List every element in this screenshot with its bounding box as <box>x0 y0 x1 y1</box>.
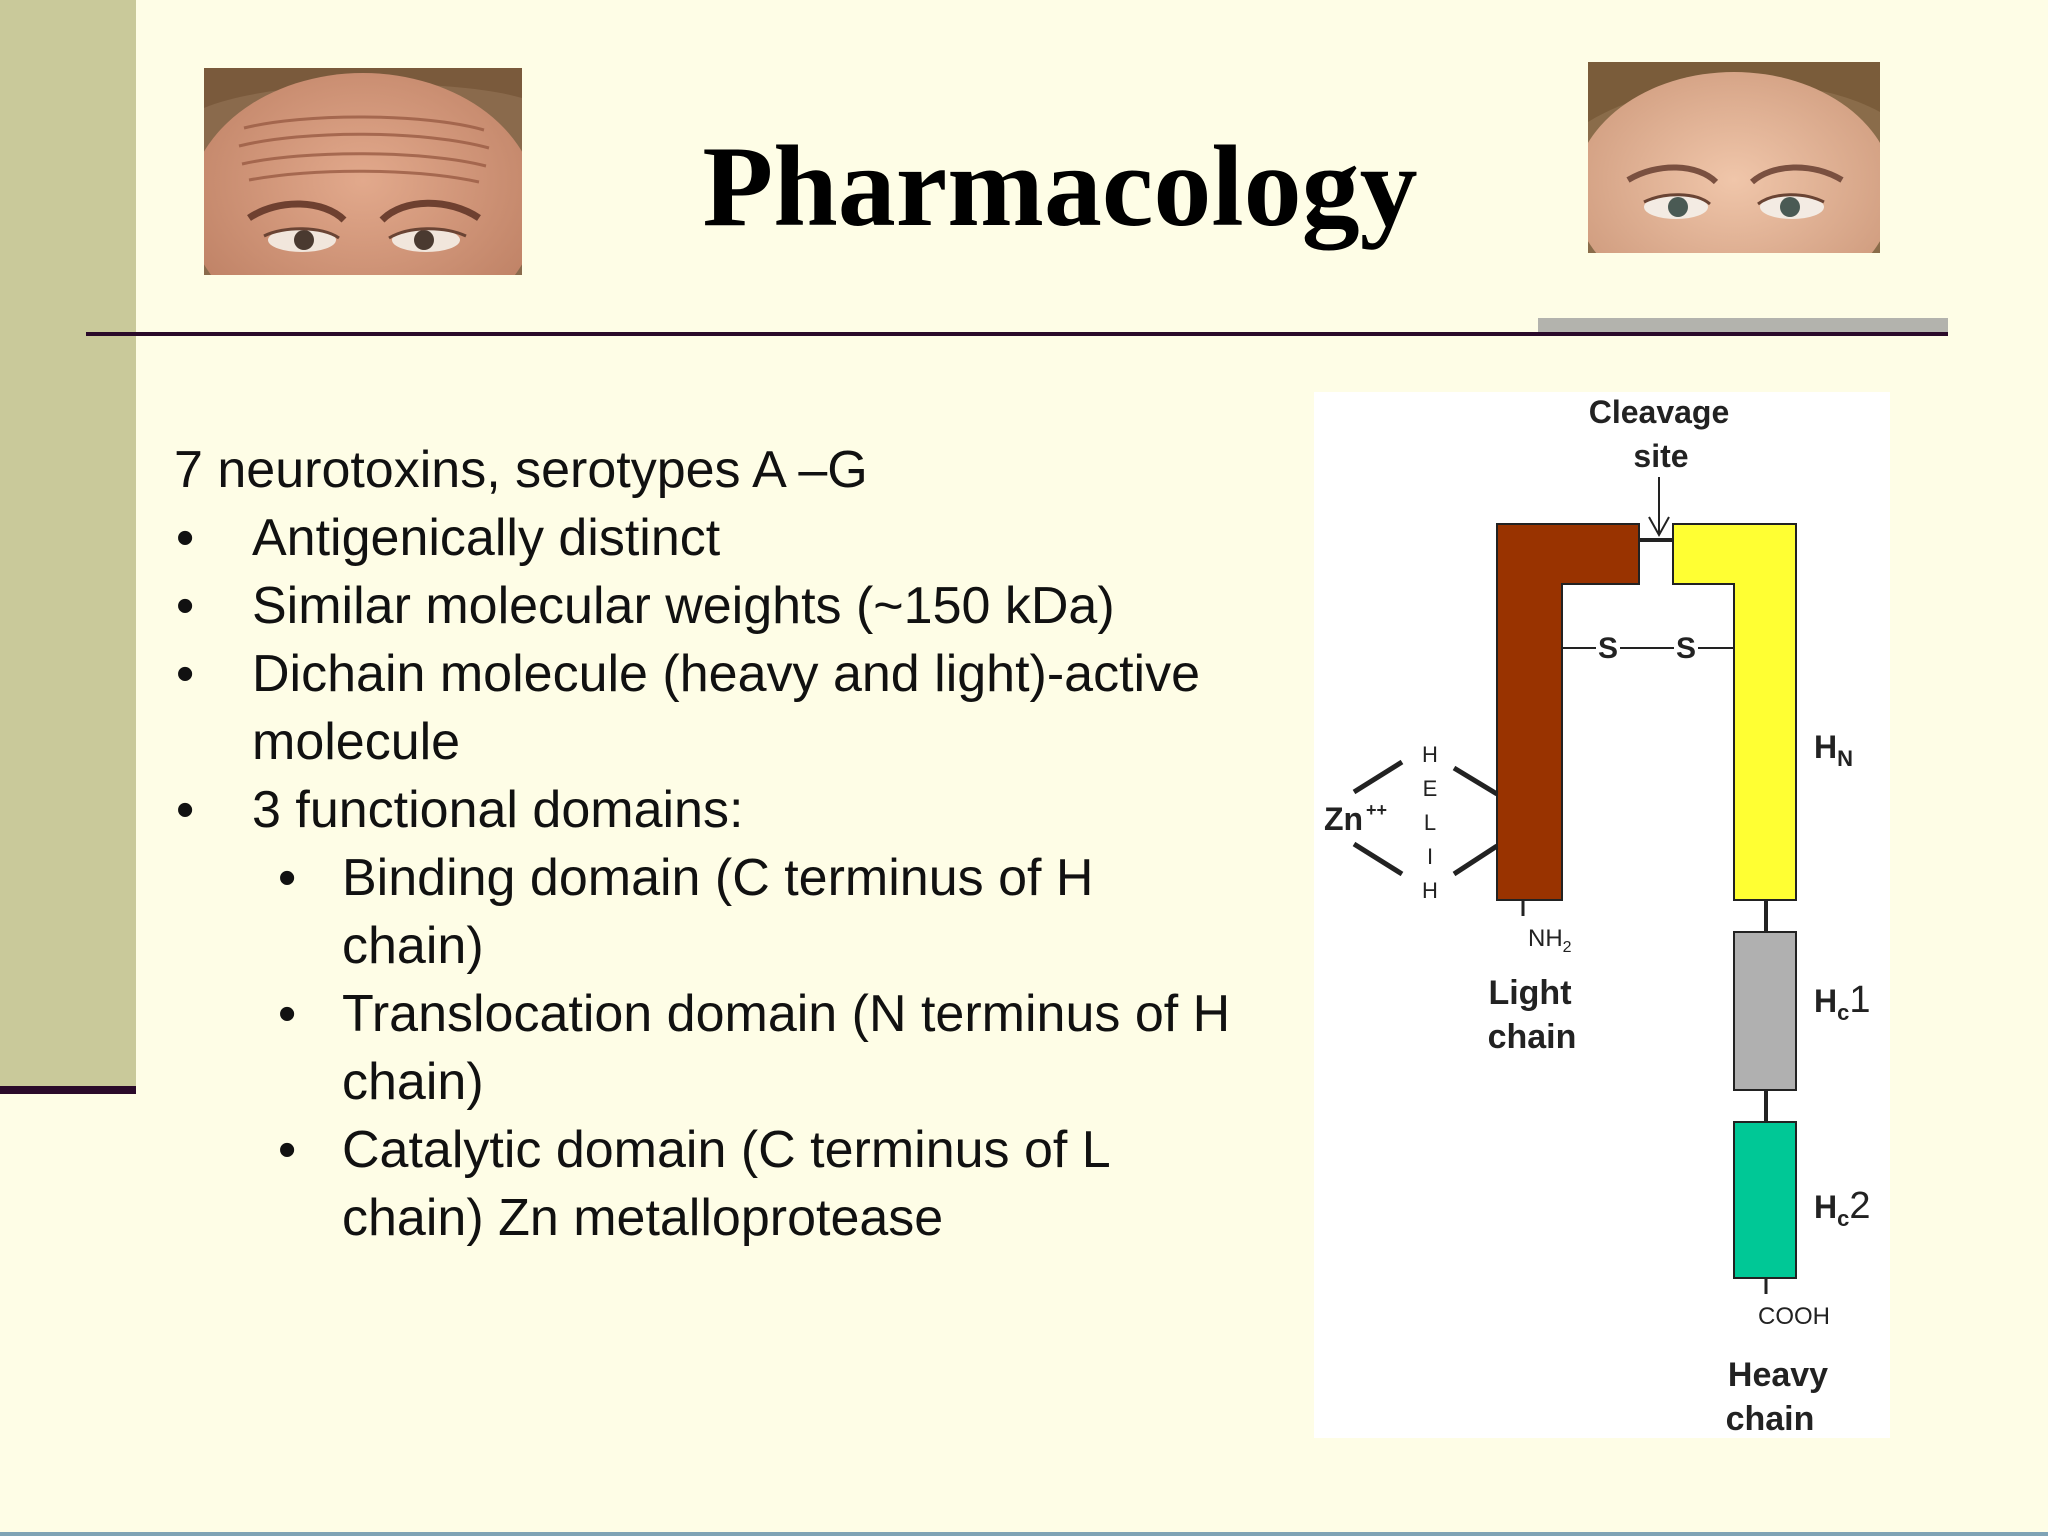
hc2-domain-block <box>1733 1121 1797 1279</box>
hc2-label: Hc2 <box>1814 1185 1871 1231</box>
title-rule <box>86 332 1948 336</box>
hc1-domain-block <box>1733 931 1797 1091</box>
footer-line <box>0 1532 2048 1536</box>
forehead-before-photo <box>204 68 522 275</box>
heavy-chain-label-2: chain <box>1726 1400 1815 1438</box>
slide-body: 7 neurotoxins, serotypes A –G Antigenica… <box>174 436 1234 1252</box>
nh2-label: NH2 <box>1528 925 1572 956</box>
list-item: Dichain molecule (heavy and light)-activ… <box>174 640 1234 776</box>
forehead-after-photo <box>1588 62 1880 253</box>
side-bar-underline <box>0 1086 136 1094</box>
intro-line: 7 neurotoxins, serotypes A –G <box>174 441 868 499</box>
list-item-label: 3 functional domains: <box>252 781 744 839</box>
sulfur-label: S <box>1676 632 1696 665</box>
title-rule-accent <box>1538 318 1948 334</box>
zinc-charge: ++ <box>1366 800 1387 820</box>
sub-list-item: Binding domain (C terminus of H chain) <box>174 844 1234 980</box>
svg-text:L: L <box>1424 810 1436 835</box>
sub-bullet-list: Binding domain (C terminus of H chain) T… <box>252 844 1234 1252</box>
svg-text:H: H <box>1422 878 1438 903</box>
svg-text:H: H <box>1422 742 1438 767</box>
cooh-label: COOH <box>1758 1303 1830 1330</box>
page-title: Pharmacology <box>702 123 1418 251</box>
bullet-list: Antigenically distinct Similar molecular… <box>174 504 1234 1252</box>
helih-motif: H E L I H <box>1422 742 1438 903</box>
hc1-label: Hc1 <box>1814 979 1871 1025</box>
sub-list-item: Translocation domain (N terminus of H ch… <box>174 980 1234 1116</box>
hn-domain-block <box>1672 523 1797 901</box>
svg-text:I: I <box>1427 844 1433 869</box>
cleavage-label: Cleavage <box>1589 394 1730 430</box>
sulfur-label: S <box>1598 632 1618 665</box>
hn-label: HN <box>1814 729 1853 771</box>
light-chain-label-2: chain <box>1488 1018 1577 1056</box>
light-chain-label: Light <box>1488 974 1571 1012</box>
list-item: Antigenically distinct <box>174 504 1234 572</box>
svg-text:E: E <box>1423 776 1438 801</box>
heavy-chain-label: Heavy <box>1728 1356 1828 1394</box>
toxin-structure-diagram: Cleavage site S S H E L I H Zn ++ NH2 <box>1314 392 1890 1438</box>
light-chain-block <box>1496 523 1640 901</box>
list-item: Similar molecular weights (~150 kDa) <box>174 572 1234 640</box>
list-item-with-subitems: 3 functional domains: Binding domain (C … <box>174 776 1234 1252</box>
zinc-label: Zn <box>1324 801 1363 837</box>
cleavage-label-2: site <box>1633 438 1688 474</box>
side-bar <box>0 0 136 1086</box>
sub-list-item: Catalytic domain (C terminus of L chain)… <box>174 1116 1234 1252</box>
